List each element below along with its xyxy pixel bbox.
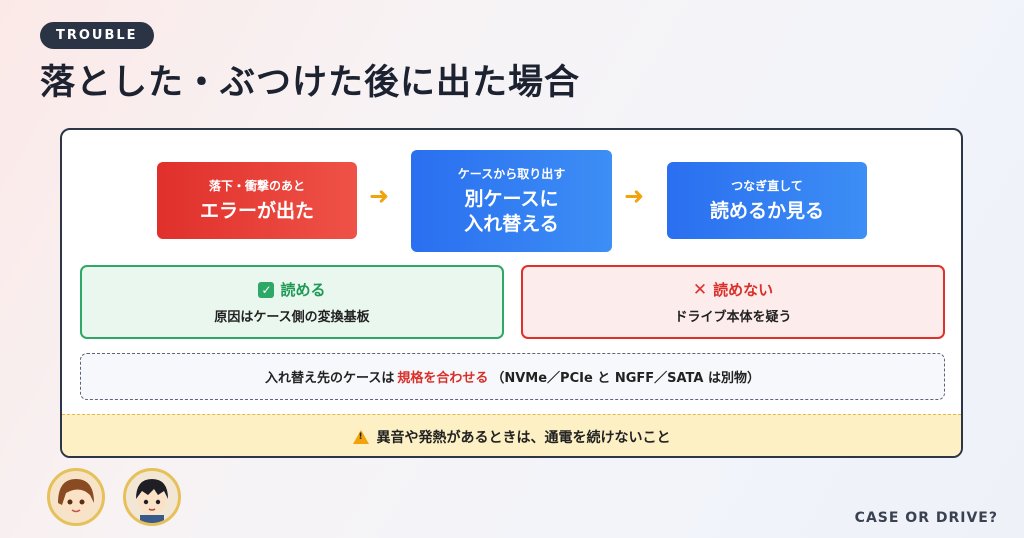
- result-unreadable: ✕ 読めない ドライブ本体を疑う: [521, 265, 945, 339]
- step-check-caption: つなぎ直して: [731, 179, 803, 193]
- result-readable: ✓ 読める 原因はケース側の変換基板: [80, 265, 504, 339]
- step-error-caption: 落下・衝撃のあと: [208, 179, 305, 193]
- footer-caption: CASE OR DRIVE?: [854, 510, 998, 526]
- step-error: 落下・衝撃のあと エラーが出た: [157, 162, 357, 239]
- warning-text: 異音や発熱があるときは、通電を続けないこと: [376, 429, 671, 446]
- result-unreadable-head: ✕ 読めない: [693, 279, 773, 300]
- result-readable-title: 読める: [280, 281, 326, 299]
- page-title: 落とした・ぶつけた後に出た場合: [40, 63, 581, 103]
- avatar-girl: [47, 468, 105, 526]
- step-swap-case: ケースから取り出す 別ケースに 入れ替える: [411, 150, 612, 252]
- note-after: （NVMe／PCIe と NGFF／SATA は別物）: [491, 371, 760, 386]
- avatar-boy: [123, 468, 181, 526]
- warning-icon: !: [352, 429, 369, 444]
- flow-card: 落下・衝撃のあと エラーが出た ➜ ケースから取り出す 別ケースに 入れ替える …: [60, 128, 963, 458]
- step-swap-caption: ケースから取り出す: [457, 167, 566, 181]
- result-readable-head: ✓ 読める: [258, 279, 326, 300]
- step-error-label: エラーが出た: [199, 200, 314, 222]
- warning-banner: ! 異音や発熱があるときは、通電を続けないこと: [62, 414, 961, 456]
- note-highlight: 規格を合わせる: [397, 371, 489, 386]
- step-swap-label: 別ケースに 入れ替える: [464, 188, 559, 235]
- result-readable-body: 原因はケース側の変換基板: [214, 310, 370, 325]
- result-unreadable-title: 読めない: [713, 281, 774, 299]
- check-icon: ✓: [258, 281, 275, 298]
- cross-icon: ✕: [692, 279, 708, 300]
- arrow-right-icon: ➜: [369, 182, 390, 210]
- arrow-right-icon: ➜: [624, 182, 645, 210]
- section-tag: TROUBLE: [40, 22, 154, 49]
- step-check-label: 読めるか見る: [709, 200, 824, 222]
- result-unreadable-body: ドライブ本体を疑う: [674, 310, 792, 325]
- step-check: つなぎ直して 読めるか見る: [667, 162, 867, 239]
- compatibility-note: 入れ替え先のケースは 規格を合わせる （NVMe／PCIe と NGFF／SAT…: [80, 353, 945, 400]
- note-before: 入れ替え先のケースは: [264, 371, 395, 386]
